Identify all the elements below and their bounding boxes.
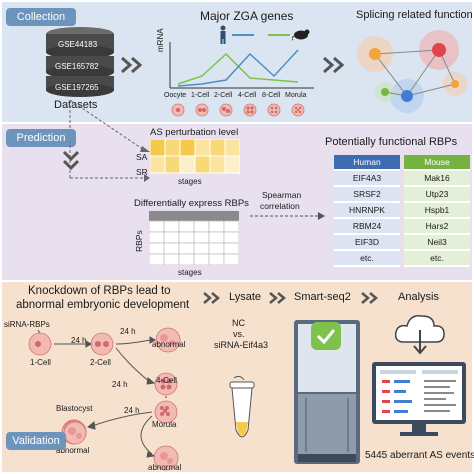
stage-8cell: 8-Cell	[262, 92, 281, 99]
abnormal-label-3: abnormal	[148, 463, 182, 472]
sirna-rbps-label: siRNA-RBPs	[4, 320, 50, 329]
stage-1cell: 1-Cell	[191, 92, 210, 99]
flow-connector-dashed	[69, 100, 150, 182]
cell4-label: 4-Cell	[156, 376, 177, 385]
human-gene-6: etc.	[334, 250, 402, 267]
correlation-label: correlation	[260, 201, 300, 211]
abnormal-label-2: abnormal	[56, 446, 90, 455]
prediction-tag: Prediction	[6, 129, 76, 147]
cloud-download-icon	[394, 314, 445, 355]
h24-label-4: 24 h	[124, 406, 140, 415]
collection-tag: Collection	[6, 8, 76, 26]
abnormal-label-1: abnormal	[152, 340, 186, 349]
as-perturbation-title: AS perturbation level	[150, 127, 239, 138]
mouse-gene-6: etc.	[400, 250, 470, 267]
stages-label-top: stages	[178, 177, 202, 186]
smartseq-label: Smart-seq2	[294, 291, 351, 303]
cell2-label: 2-Cell	[90, 358, 111, 367]
functional-rbps-table: Human Mouse EIF4A3 Mak16 SRSF2 Utp23 HNR…	[334, 155, 470, 267]
dataset-3: GSE197265	[55, 83, 99, 92]
mouse-line-legend	[268, 34, 290, 36]
stages-label-bottom: stages	[178, 268, 202, 277]
human-series-line	[177, 49, 299, 87]
knockdown-title-line1: Knockdown of RBPs lead to	[28, 285, 171, 297]
blastocyst-label: Blastocyst	[56, 404, 93, 413]
mouse-gene-3: Hspb1	[400, 202, 470, 219]
functional-rbps-title: Potentially functional RBPs	[325, 136, 458, 148]
embryo-stage-icons	[171, 103, 305, 117]
h24-label-1: 24 h	[71, 336, 87, 345]
vs-label: vs.	[233, 329, 245, 339]
zga-title: Major ZGA genes	[200, 9, 294, 23]
mouse-header: Mouse	[400, 155, 470, 171]
validation-tag: Validation	[6, 432, 66, 450]
microcentrifuge-tube-icon	[229, 375, 255, 438]
stage-oocyte: Oocyte	[164, 92, 187, 99]
human-gene-1: EIF4A3	[334, 170, 402, 187]
mouse-gene-2: Utp23	[400, 186, 470, 203]
morula-label: Morula	[152, 420, 177, 429]
human-line-legend	[232, 34, 254, 36]
stage-4cell: 4-Cell	[238, 92, 257, 99]
human-gene-2: SRSF2	[334, 186, 402, 203]
checkmark-icon	[311, 322, 341, 350]
chevron-right-icon	[269, 292, 286, 304]
chevron-right-icon	[121, 56, 143, 74]
sa-label: SA	[136, 152, 148, 162]
spearman-label: Spearman	[262, 190, 302, 200]
chevron-down-icon	[62, 150, 80, 171]
mouse-gene-4: Hars2	[400, 218, 470, 235]
as-perturbation-heatmap	[150, 139, 240, 174]
degs-title: Differentially express RBPs	[134, 198, 249, 209]
datasets-database-icon	[46, 27, 114, 97]
analysis-monitor-icon	[372, 362, 466, 436]
splicing-network-graphic	[357, 30, 467, 113]
mouse-gene-1: Mak16	[400, 170, 470, 187]
human-gene-4: RBM24	[334, 218, 402, 235]
human-gene-3: HNRNPK	[334, 202, 402, 219]
cell1-label: 1-Cell	[30, 358, 51, 367]
aberrant-events-label: 5445 aberrant AS events	[365, 450, 474, 461]
embryo-development-diagram	[28, 327, 181, 471]
zga-line-chart	[169, 42, 314, 89]
sirna-eif4a3-label: siRNA-Eif4a3	[214, 340, 269, 350]
knockdown-title-line2: abnormal embryonic development	[16, 299, 190, 311]
human-icon	[220, 25, 226, 44]
abnormal-embryo-icon	[63, 421, 87, 445]
human-gene-5: EIF3D	[334, 234, 402, 251]
h24-label-2: 24 h	[120, 327, 136, 336]
nc-label: NC	[232, 318, 245, 328]
mouse-gene-5: Neil3	[400, 234, 470, 251]
stage-morula: Morula	[285, 92, 307, 99]
datasets-label: Datasets	[54, 99, 98, 111]
rbps-axis-label: RBPs	[134, 230, 144, 252]
human-header: Human	[334, 155, 402, 171]
chevron-right-icon	[323, 56, 345, 74]
dataset-2: GSE165782	[55, 62, 99, 71]
sequencer-machine-icon	[294, 320, 360, 464]
spearman-arrow	[250, 212, 325, 220]
chevron-right-icon	[203, 292, 220, 304]
lysate-label: Lysate	[229, 291, 262, 303]
h24-label-3: 24 h	[112, 380, 128, 389]
splicing-title: Splicing related function	[356, 9, 473, 21]
degs-heatmap	[149, 211, 239, 265]
dataset-1: GSE44183	[58, 40, 98, 49]
stage-2cell: 2-Cell	[214, 92, 233, 99]
analysis-label: Analysis	[398, 291, 439, 303]
sr-label: SR	[136, 167, 148, 177]
mouse-icon	[292, 29, 310, 41]
chevron-right-icon	[361, 292, 378, 304]
mrna-axis-label: mRNA	[156, 28, 165, 52]
